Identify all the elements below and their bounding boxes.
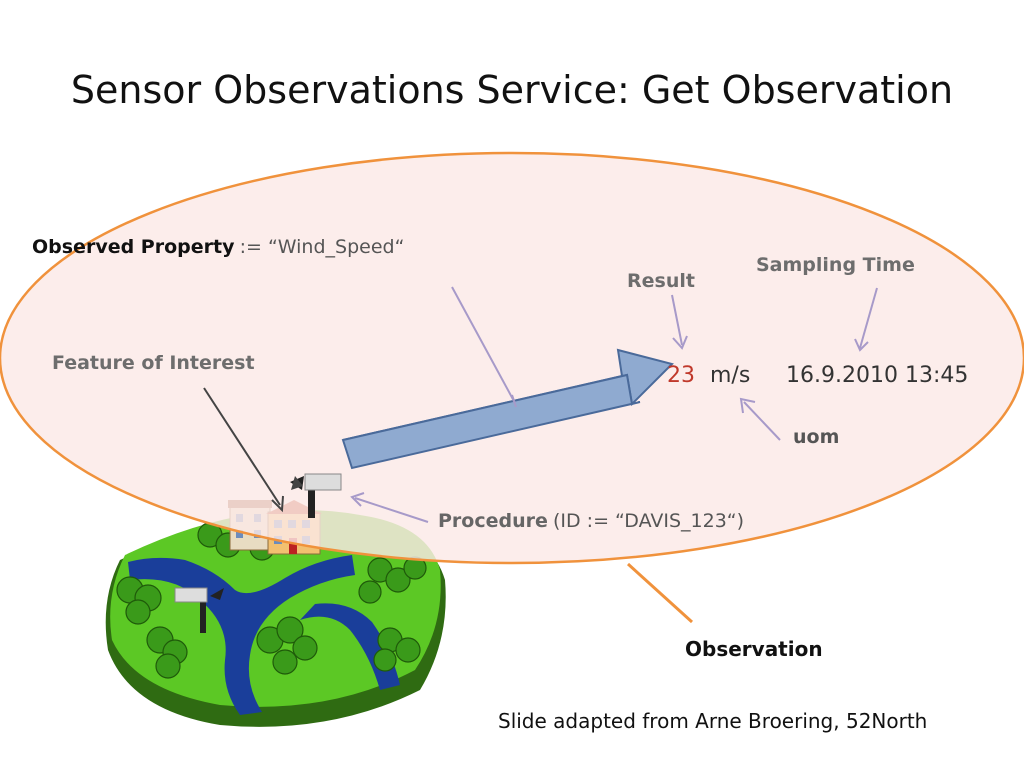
timestamp-value: 16.9.2010 13:45 [786, 363, 969, 388]
result-value-row: 23 m/s [667, 363, 750, 388]
anemometer-icon [290, 473, 342, 518]
slide-title: Sensor Observations Service: Get Observa… [70, 68, 954, 112]
procedure-value: (ID := “DAVIS_123“) [552, 510, 745, 532]
feature-pointer-line [203, 387, 281, 506]
trees [116, 522, 427, 679]
observation-label: Observation [685, 637, 823, 661]
observation-pointer-line [626, 562, 694, 624]
result-value: 23 [667, 363, 695, 388]
weather-station-icon [174, 587, 224, 633]
credit-line: Slide adapted from Arne Broering, 52Nort… [498, 709, 928, 733]
river [128, 555, 355, 715]
uom-label: uom [793, 426, 840, 448]
procedure: Procedure (ID := “DAVIS_123“) [438, 510, 744, 532]
pointer-lines [350, 286, 878, 523]
unit-value: m/s [710, 363, 751, 388]
feature-of-interest-label: Feature of Interest [52, 352, 255, 374]
procedure-label: Procedure [438, 510, 548, 532]
observed-property: Observed Property := “Wind_Speed“ [32, 236, 404, 258]
observed-property-label: Observed Property [32, 236, 235, 258]
observation-ellipse [0, 151, 1024, 565]
sampling-time-label: Sampling Time [756, 254, 915, 276]
result-label: Result [627, 270, 695, 292]
observed-property-value: := “Wind_Speed“ [239, 236, 405, 258]
